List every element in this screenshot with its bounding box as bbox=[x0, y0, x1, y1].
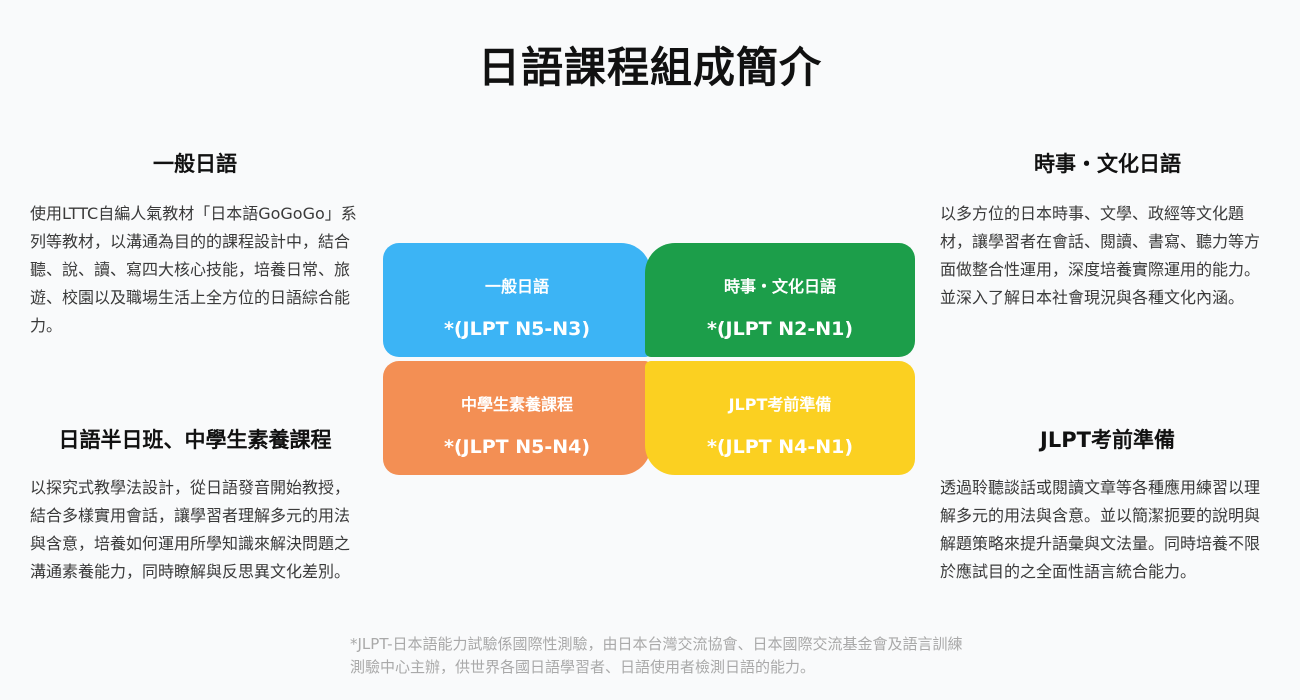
jlpt-footnote: *JLPT-日本語能力試驗係國際性測驗，由日本台灣交流協會、日本國際交流基金會及… bbox=[350, 635, 963, 676]
jlpt-prep-tile-title: JLPT考前準備 bbox=[728, 395, 832, 414]
current-affairs-tile-title: 時事・文化日語 bbox=[723, 277, 836, 296]
jlpt-prep-tile-level: *(JLPT N4-N1) bbox=[706, 436, 854, 458]
general-japanese-tile: 一般日語 *(JLPT N5-N3) bbox=[383, 243, 651, 357]
general-japanese-heading: 一般日語 bbox=[153, 152, 237, 176]
page-title: 日語課程組成簡介 bbox=[477, 43, 822, 92]
current-affairs-heading: 時事・文化日語 bbox=[1034, 152, 1181, 176]
general-japanese-description: 使用LTTC自編人氣教材「日本語GoGoGo」系列等教材，以溝通為目的的課程設計… bbox=[30, 204, 357, 335]
middle-school-tile-title: 中學生素養課程 bbox=[460, 395, 573, 414]
general-japanese-tile-level: *(JLPT N5-N3) bbox=[443, 318, 591, 340]
general-japanese-tile-title: 一般日語 bbox=[484, 277, 549, 296]
jlpt-prep-heading: JLPT考前準備 bbox=[1040, 428, 1175, 452]
half-day-course-description: 以探究式教學法設計，從日語發音開始教授，結合多樣實用會話，讓學習者理解多元的用法… bbox=[30, 478, 351, 581]
current-affairs-description: 以多方位的日本時事、文學、政經等文化題材，讓學習者在會話、閱讀、書寫、聽力等方面… bbox=[940, 204, 1261, 307]
current-affairs-tile-level: *(JLPT N2-N1) bbox=[706, 318, 854, 340]
jlpt-prep-description: 透過聆聽談話或閱讀文章等各種應用練習以理解多元的用法與含意。並以簡潔扼要的說明與… bbox=[940, 478, 1261, 581]
half-day-course-heading: 日語半日班、中學生素養課程 bbox=[58, 428, 332, 452]
middle-school-tile-level: *(JLPT N5-N4) bbox=[443, 436, 591, 458]
jlpt-prep-tile: JLPT考前準備 *(JLPT N4-N1) bbox=[645, 361, 915, 475]
current-affairs-tile: 時事・文化日語 *(JLPT N2-N1) bbox=[645, 243, 915, 357]
middle-school-tile: 中學生素養課程 *(JLPT N5-N4) bbox=[383, 361, 651, 475]
